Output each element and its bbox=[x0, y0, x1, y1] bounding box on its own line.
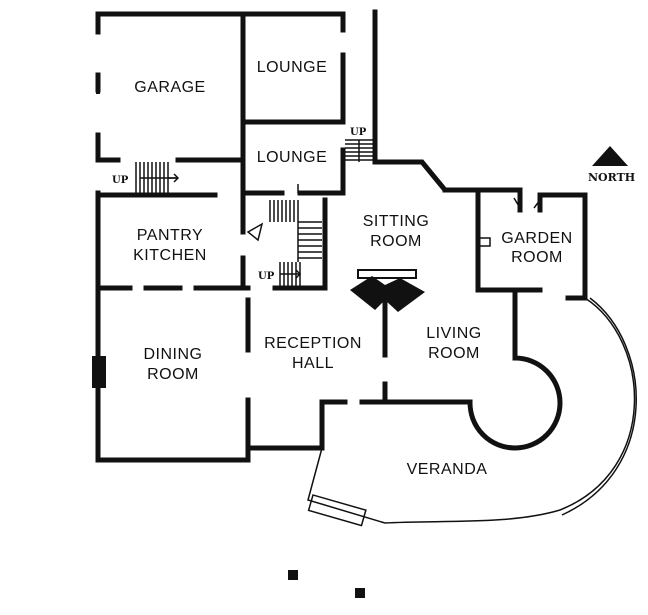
garden-door bbox=[480, 237, 491, 247]
garage-left-wall bbox=[95, 11, 121, 163]
stair-top-up-label: UP bbox=[350, 127, 367, 138]
up-arrow-icon bbox=[168, 173, 180, 183]
reception-door-wall bbox=[359, 381, 388, 405]
room-label-sitting: SITTING bbox=[363, 213, 430, 230]
lounge-bottom-wall bbox=[240, 147, 346, 196]
reception-front-wall bbox=[245, 399, 348, 451]
north-label: NORTH bbox=[588, 171, 635, 184]
veranda-left-edge bbox=[307, 447, 386, 524]
stair-center-up-label: UP bbox=[258, 271, 275, 282]
lounge-top-wall bbox=[240, 11, 346, 33]
room-label-reception: RECEPTION bbox=[264, 335, 362, 352]
stairs-group bbox=[135, 139, 373, 286]
garage-marker bbox=[96, 82, 100, 94]
room-label-living: LIVING bbox=[426, 325, 481, 342]
stair-left-up-label: UP bbox=[112, 175, 129, 186]
room-label-kitchen: KITCHEN bbox=[133, 247, 207, 264]
central-fireplace bbox=[350, 276, 425, 312]
veranda-steps bbox=[307, 494, 367, 527]
room-label-veranda: VERANDA bbox=[407, 461, 488, 478]
sitting-top-wall bbox=[372, 9, 523, 193]
stair-top bbox=[345, 139, 373, 162]
room-label-garden: GARDEN bbox=[501, 230, 572, 247]
door-marks bbox=[297, 184, 541, 247]
garden-entry bbox=[513, 197, 541, 209]
walls bbox=[95, 9, 588, 463]
room-label-garden-room: ROOM bbox=[511, 249, 563, 266]
room-label-lounge-mid: LOUNGE bbox=[257, 149, 328, 166]
scale-mark bbox=[288, 570, 298, 580]
veranda-outline bbox=[307, 297, 637, 527]
room-label-living-room: ROOM bbox=[428, 345, 480, 362]
room-label-sitting-room: ROOM bbox=[370, 233, 422, 250]
dining-walls bbox=[95, 297, 251, 463]
veranda-curve bbox=[384, 297, 636, 524]
up-arrow-icon bbox=[280, 269, 302, 279]
north-arrow-icon bbox=[592, 146, 628, 166]
room-label-garage: GARAGE bbox=[134, 79, 205, 96]
room-label-pantry: PANTRY bbox=[137, 227, 203, 244]
living-bay-wall bbox=[467, 287, 563, 451]
lounge-divider-wall bbox=[240, 52, 346, 125]
room-label-dining: DINING bbox=[144, 346, 203, 363]
veranda-curve-inner bbox=[561, 297, 637, 516]
room-label-lounge-top: LOUNGE bbox=[257, 59, 328, 76]
room-label-dining-room: ROOM bbox=[147, 366, 199, 383]
fireplace-hearth bbox=[357, 269, 417, 279]
fireplace bbox=[92, 82, 425, 388]
room-label-hall: HALL bbox=[292, 355, 334, 372]
stair-box-wall bbox=[272, 197, 328, 291]
scale-mark bbox=[355, 588, 365, 598]
dining-fireplace bbox=[92, 356, 106, 388]
garden-left-wall bbox=[475, 187, 543, 293]
